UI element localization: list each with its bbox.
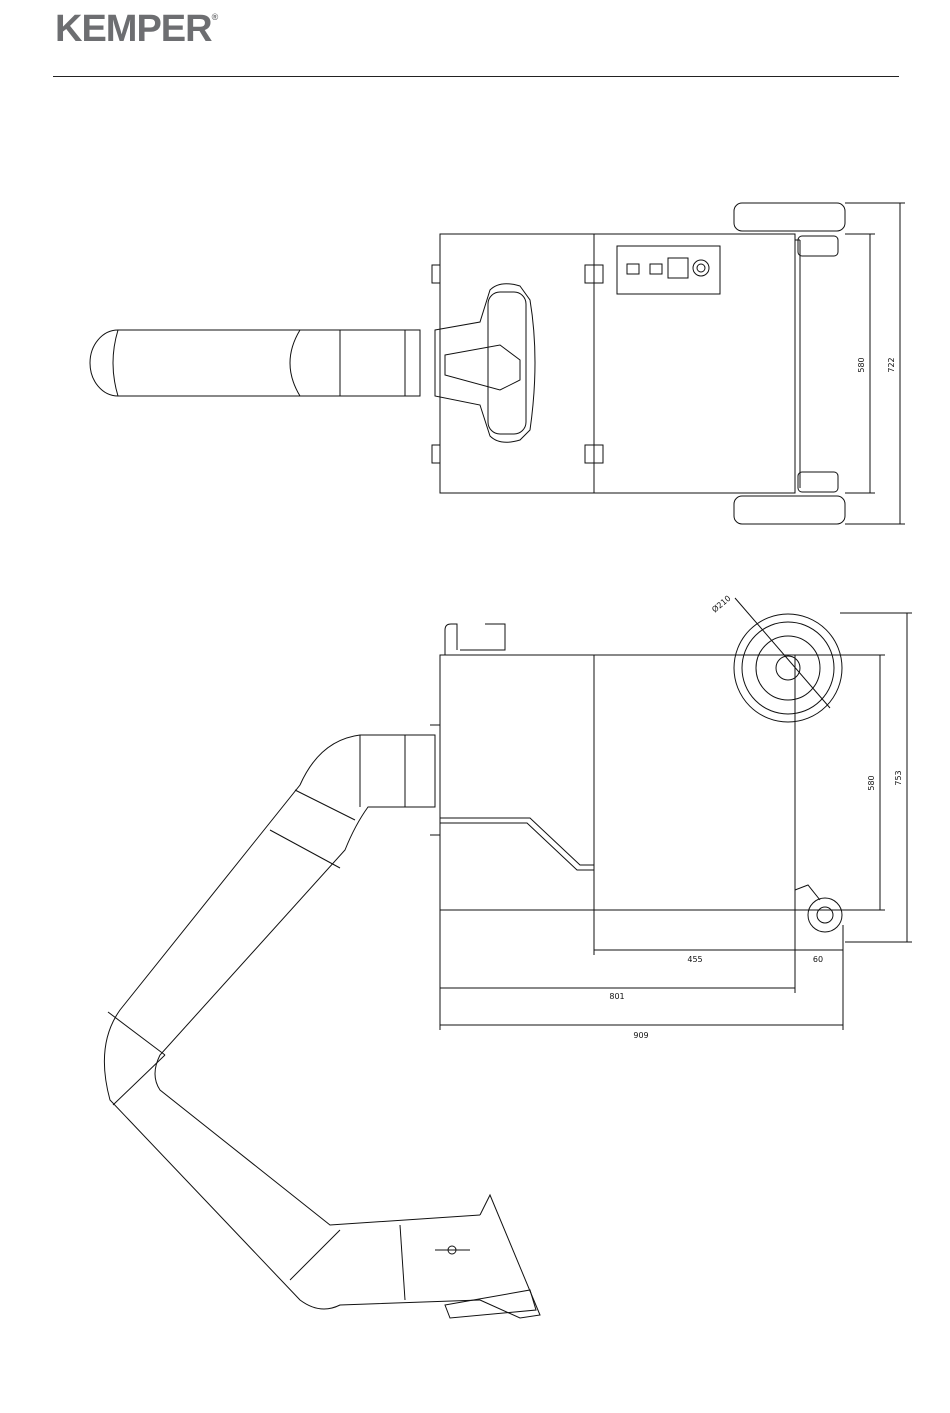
dim-label-722-top: 722: [887, 357, 896, 372]
extraction-arm: [90, 330, 420, 396]
wheel-icon: [734, 614, 842, 722]
extraction-arm: [104, 735, 480, 1309]
dim-label-580-top: 580: [857, 357, 866, 372]
dim-label-580-side: 580: [867, 775, 876, 790]
arm-connector: [405, 735, 435, 807]
dim-label-455: 455: [687, 955, 702, 964]
display-icon: [668, 258, 688, 278]
wheel-icon: [734, 203, 845, 231]
caster-icon: [798, 236, 838, 256]
dim-label-60: 60: [813, 955, 823, 964]
knob-icon: [693, 260, 709, 276]
switch-icon: [627, 264, 639, 274]
housing-side: [440, 655, 795, 910]
dim-label-909: 909: [633, 1031, 648, 1040]
dim-label-753-side: 753: [894, 770, 903, 785]
side-view: [104, 598, 912, 1318]
extraction-hood: [480, 1195, 540, 1318]
dim-label-diameter: Ø210: [710, 593, 733, 615]
top-view: [90, 203, 905, 524]
wheel-icon: [734, 496, 845, 524]
dim-label-801: 801: [609, 992, 624, 1001]
switch-icon: [650, 264, 662, 274]
caster-icon: [798, 472, 838, 492]
handle-icon: [445, 624, 457, 655]
caster-icon: [808, 898, 842, 932]
